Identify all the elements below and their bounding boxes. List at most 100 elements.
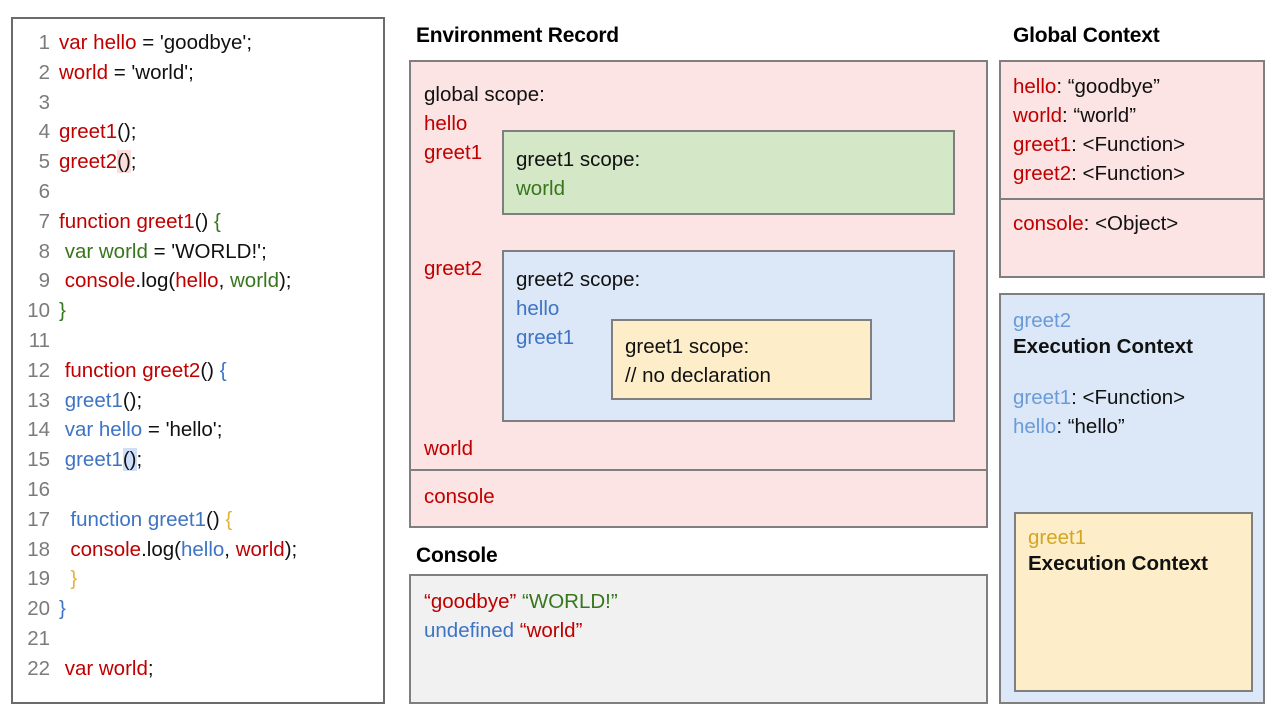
code-token: ,	[218, 269, 230, 293]
env-binding-greet1: greet1	[424, 141, 483, 164]
code-token: undefined	[424, 619, 520, 642]
env-binding-greet2: greet2	[424, 257, 483, 280]
code-token: = 'goodbye';	[136, 31, 253, 54]
greet2-execution-context-binding: greet1: <Function>	[1013, 386, 1185, 410]
code-line: 6	[13, 180, 383, 210]
greet2-scope-label: greet2 scope:	[516, 268, 641, 291]
code-line: 8 var world = 'WORLD!';	[13, 240, 383, 270]
code-token: ,	[224, 537, 236, 561]
global-context-binding: world: “world”	[1013, 104, 1136, 128]
code-token: }	[70, 567, 78, 591]
code-token: ;	[130, 150, 137, 174]
code-line-number: 13	[27, 388, 50, 412]
greet2-execution-context-panel: greet2 Execution Context greet1: <Functi…	[999, 293, 1265, 704]
code-line: 3	[13, 91, 383, 121]
binding-value: : <Function>	[1071, 133, 1186, 156]
console-panel: “goodbye” “WORLD!” undefined “world”	[409, 574, 988, 704]
environment-record-panel: global scope: hello greet1 greet2 world …	[409, 60, 988, 528]
code-token: .log(	[135, 269, 176, 293]
greet1-scope-label: greet1 scope:	[516, 148, 641, 171]
code-line-number: 21	[27, 626, 50, 650]
code-line-number: 9	[38, 269, 50, 293]
code-token: world	[235, 537, 285, 561]
code-token: function greet1	[70, 507, 207, 531]
code-line-content: var hello = 'goodbye';	[59, 31, 252, 55]
code-line-number: 18	[27, 537, 50, 561]
code-line-content: greet2();	[59, 150, 137, 174]
code-token: );	[284, 537, 298, 561]
env-binding-console: console	[424, 485, 495, 508]
code-line-number: 8	[38, 239, 50, 263]
code-token: ()	[122, 448, 137, 472]
code-line-number: 19	[27, 567, 50, 591]
code-line: 9 console.log(hello, world);	[13, 269, 383, 299]
code-line-content: }	[59, 597, 66, 621]
code-token: ;	[147, 656, 154, 680]
code-token: ;	[136, 448, 143, 472]
global-context-divider	[1001, 198, 1263, 200]
code-line-number: 14	[27, 418, 50, 442]
greet2-scope-box: greet2 scope: hello greet1 greet1 scope:…	[502, 250, 955, 422]
code-token: ()	[117, 150, 131, 174]
code-line-number: 16	[27, 477, 50, 501]
code-line-content: var hello = 'hello';	[59, 418, 223, 442]
code-line-number: 6	[38, 179, 50, 203]
code-token	[59, 508, 70, 531]
code-line-number: 11	[28, 328, 50, 352]
greet1-execution-context-panel: greet1 Execution Context	[1014, 512, 1253, 692]
code-token: world	[59, 60, 108, 84]
global-context-panel: hello: “goodbye” world: “world” greet1: …	[999, 60, 1265, 278]
binding-value: : <Function>	[1071, 386, 1186, 409]
code-token: hello	[175, 269, 219, 293]
binding-value: : <Object>	[1083, 212, 1179, 235]
code-line-content: }	[59, 299, 66, 323]
greet2-scope-binding-hello: hello	[516, 297, 560, 320]
code-line-number: 17	[27, 507, 50, 531]
code-token: ()	[194, 209, 214, 233]
code-line-content: var world = 'WORLD!';	[59, 240, 267, 264]
code-token: var world	[64, 656, 148, 680]
code-token	[59, 538, 70, 561]
greet1-inner-scope-note: // no declaration	[625, 364, 771, 387]
code-token: var hello	[64, 418, 143, 442]
code-line-number: 2	[38, 60, 50, 84]
global-context-binding-console: console: <Object>	[1013, 212, 1178, 236]
code-token: = 'world';	[108, 60, 194, 84]
code-line-content: world = 'world';	[59, 61, 194, 85]
code-line: 19 }	[13, 567, 383, 597]
code-line: 22 var world;	[13, 657, 383, 687]
binding-key: console	[1013, 212, 1084, 235]
code-line-number: 7	[38, 209, 50, 233]
global-scope-label: global scope:	[424, 83, 545, 106]
global-context-binding: greet2: <Function>	[1013, 162, 1185, 186]
code-line: 15 greet1();	[13, 448, 383, 478]
code-line-number: 10	[27, 299, 50, 323]
code-line-number: 3	[38, 90, 50, 114]
binding-key: world	[1013, 104, 1062, 127]
env-binding-world: world	[424, 437, 473, 460]
code-line-content: greet1();	[59, 388, 143, 413]
code-lines: 1 var hello = 'goodbye'; 2 world = 'world';…	[13, 31, 383, 687]
code-line-content: function greet1() {	[59, 508, 232, 532]
greet2-execution-context-name: greet2	[1013, 309, 1072, 332]
code-token: world	[229, 269, 279, 293]
code-line-number: 15	[27, 448, 50, 472]
code-token: “WORLD!”	[522, 590, 618, 613]
code-token: greet1	[64, 388, 123, 412]
console-output-line: “goodbye” “WORLD!”	[424, 590, 618, 614]
code-line: 20}	[13, 597, 383, 627]
code-token: );	[278, 269, 292, 293]
code-line-content: greet1();	[59, 120, 137, 144]
code-line: 1 var hello = 'goodbye';	[13, 31, 383, 61]
code-line: 14 var hello = 'hello';	[13, 418, 383, 448]
code-token: ();	[117, 120, 137, 144]
environment-record-title: Environment Record	[416, 24, 619, 47]
greet1-scope-binding-world: world	[516, 177, 565, 200]
code-token: var hello	[59, 31, 137, 54]
greet2-execution-context-binding: hello: “hello”	[1013, 415, 1125, 439]
greet2-scope-binding-greet1: greet1	[516, 326, 575, 349]
global-context-title: Global Context	[1013, 24, 1160, 47]
code-line-number: 1	[38, 31, 50, 54]
binding-value: : “hello”	[1056, 415, 1125, 438]
code-line: 16	[13, 478, 383, 508]
